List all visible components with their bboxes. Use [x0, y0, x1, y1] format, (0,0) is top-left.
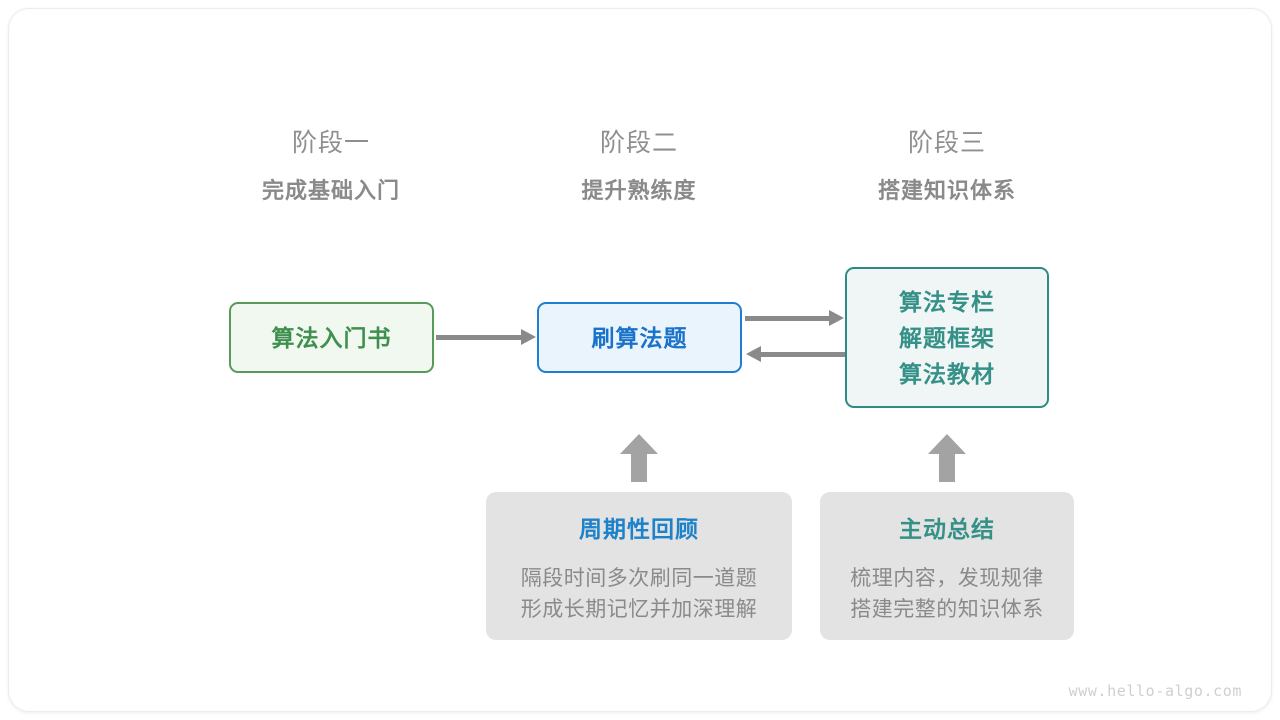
node-resources-line-3: 算法教材	[899, 360, 995, 387]
arrow-up-icon-summary	[928, 434, 966, 482]
node-practice-problems-label: 刷算法题	[591, 324, 688, 351]
stage-2-title: 提升熟练度	[581, 178, 697, 203]
info-card-periodic-review-body-line-1: 隔段时间多次刷同一道题	[520, 567, 758, 590]
arrowhead-right-icon	[829, 310, 844, 326]
info-card-periodic-review[interactable]: 周期性回顾 隔段时间多次刷同一道题 形成长期记忆并加深理解	[486, 492, 792, 640]
arrowhead-left-icon	[746, 346, 761, 362]
node-resources-line-1: 算法专栏	[899, 288, 995, 315]
info-card-periodic-review-body-line-2: 形成长期记忆并加深理解	[520, 598, 758, 621]
arrow-right-icon-book-to-practice	[436, 329, 536, 345]
info-card-active-summary-body-line-2: 搭建完整的知识体系	[850, 598, 1044, 621]
info-card-periodic-review-title: 周期性回顾	[579, 516, 699, 542]
info-card-active-summary[interactable]: 主动总结 梳理内容，发现规律 搭建完整的知识体系	[820, 492, 1074, 640]
node-intro-book[interactable]: 算法入门书	[229, 302, 434, 373]
stage-3-number: 阶段三	[907, 129, 986, 157]
stage-3-title: 搭建知识体系	[877, 178, 1016, 203]
stage-heading-3: 阶段三 搭建知识体系	[817, 126, 1077, 207]
arrowhead-up-icon	[928, 434, 966, 454]
stage-heading-1: 阶段一 完成基础入门	[201, 126, 461, 207]
info-card-active-summary-title: 主动总结	[899, 516, 995, 542]
arrowhead-up-icon	[620, 434, 658, 454]
node-resources[interactable]: 算法专栏 解题框架 算法教材	[845, 267, 1049, 408]
arrowhead-right-icon	[521, 329, 536, 345]
arrow-shaft	[631, 452, 647, 482]
node-intro-book-label: 算法入门书	[271, 324, 392, 351]
node-practice-problems[interactable]: 刷算法题	[537, 302, 742, 373]
info-card-active-summary-body: 梳理内容，发现规律 搭建完整的知识体系	[820, 563, 1074, 625]
arrow-right-icon-practice-to-resources	[745, 310, 844, 326]
watermark-url: www.hello-algo.com	[1068, 682, 1242, 700]
arrow-shaft	[939, 452, 955, 482]
node-resources-line-2: 解题框架	[899, 324, 995, 351]
info-card-active-summary-body-line-1: 梳理内容，发现规律	[850, 567, 1044, 590]
stage-1-number: 阶段一	[291, 129, 370, 157]
stage-heading-2: 阶段二 提升熟练度	[509, 126, 769, 207]
stage-1-title: 完成基础入门	[261, 178, 400, 203]
arrow-left-icon-resources-to-practice	[746, 346, 845, 362]
stage-2-number: 阶段二	[599, 129, 678, 157]
info-card-periodic-review-body: 隔段时间多次刷同一道题 形成长期记忆并加深理解	[486, 563, 792, 625]
arrow-up-icon-review	[620, 434, 658, 482]
